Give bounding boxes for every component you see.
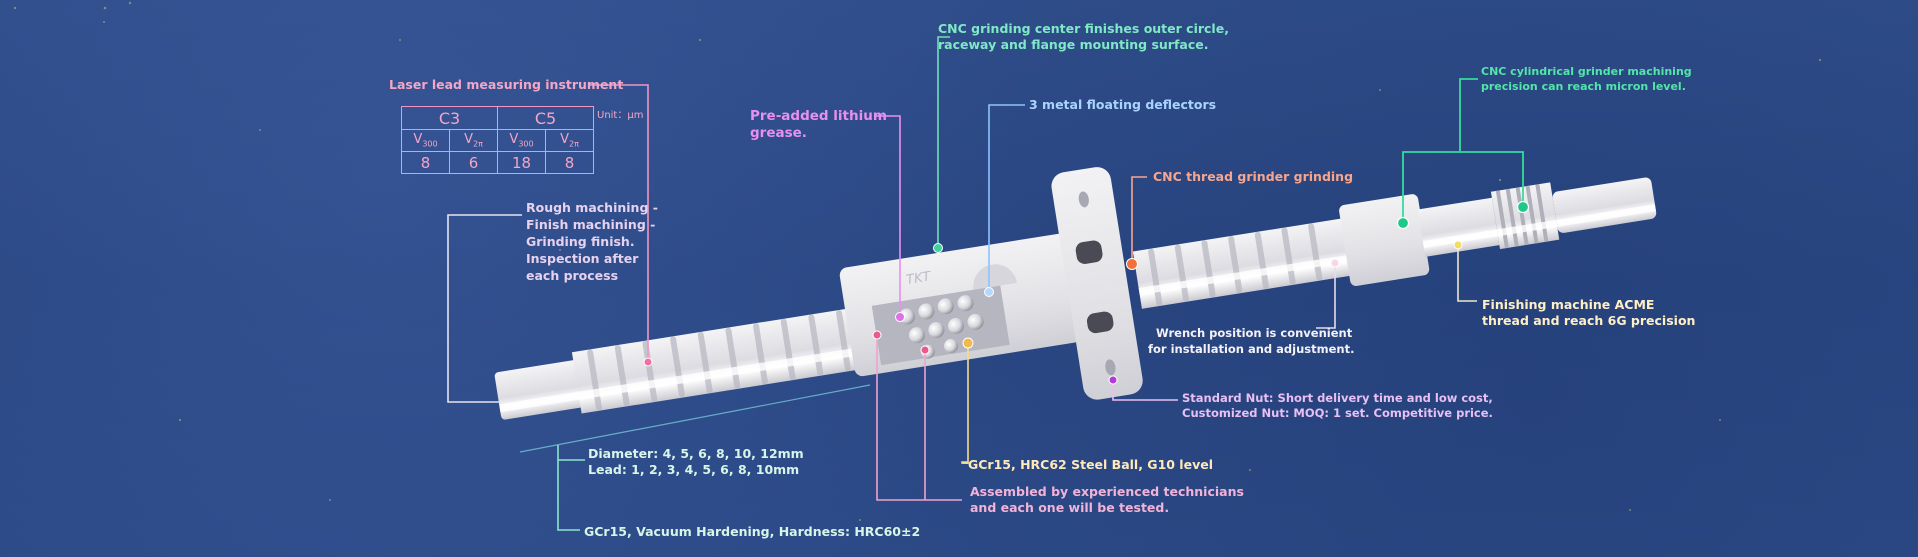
svg-text:TKT: TKT — [905, 269, 932, 288]
cylindrical-grinder-callout: CNC cylindrical grinder machining precis… — [1481, 65, 1692, 93]
nut-callout: Standard Nut: Short delivery time and lo… — [1182, 391, 1493, 420]
steel-ball-callout: GCr15, HRC62 Steel Ball, G10 level — [968, 457, 1213, 472]
specs-callout: Diameter: 4, 5, 6, 8, 10, 12mm Lead: 1, … — [588, 446, 804, 478]
value-cell: 6 — [449, 151, 498, 174]
value-cell: 8 — [545, 151, 594, 174]
acme-callout: Finishing machine ACME thread and reach … — [1482, 297, 1696, 328]
value-cell: 18 — [497, 151, 546, 174]
leader-steel-ball — [965, 343, 969, 464]
grease-callout: Pre-added lithium grease. — [750, 108, 887, 141]
col-v300-c3: V300 — [401, 129, 450, 152]
material-callout: GCr15, Vacuum Hardening, Hardness: HRC60… — [584, 524, 921, 539]
deflectors-callout: 3 metal floating deflectors — [1029, 97, 1217, 112]
leader-assembled — [876, 335, 962, 501]
group-c3: C3 — [401, 106, 498, 130]
col-v300-c5: V300 — [497, 129, 546, 152]
assembled-callout: Assembled by experienced technicians and… — [970, 484, 1244, 515]
wrench-callout: Wrench position is convenient for instal… — [1148, 326, 1355, 356]
unit-label: Unit：μm — [597, 110, 644, 121]
leader-wrench — [1316, 263, 1336, 329]
leader-deflectors — [988, 104, 1025, 292]
thread-grinder-callout: CNC thread grinder grinding — [1153, 169, 1354, 184]
leader-laser-lead — [590, 84, 649, 362]
group-c5: C5 — [497, 106, 594, 130]
lead-spec: Lead: 1, 2, 3, 4, 5, 6, 8, 10mm — [588, 462, 800, 477]
leader-grease — [875, 115, 901, 317]
leader-acme — [1457, 246, 1477, 302]
leader-specs — [557, 445, 580, 531]
diameter-spec: Diameter: 4, 5, 6, 8, 10, 12mm — [588, 446, 804, 461]
value-cell: 8 — [401, 151, 450, 174]
cnc-center-callout: CNC grinding center finishes outer circl… — [938, 21, 1229, 52]
laser-lead-label: Laser lead measuring instrument — [389, 77, 624, 92]
col-v2pi-c5: V2π — [545, 129, 594, 152]
leader-process — [447, 214, 522, 403]
col-v2pi-c3: V2π — [449, 129, 498, 152]
process-callout: Rough machining - Finish machining - Gri… — [526, 200, 658, 283]
left-shaft — [494, 305, 878, 420]
leader-cnc-center — [937, 36, 950, 248]
leader-thread-grinder — [1131, 176, 1147, 264]
lead-accuracy-table: C3 C5 V300 V2π V300 V2π 8 6 18 8 — [401, 106, 594, 174]
leader-nut — [1112, 380, 1178, 401]
right-shaft — [1132, 177, 1657, 309]
leader-cylindrical — [1459, 78, 1478, 151]
